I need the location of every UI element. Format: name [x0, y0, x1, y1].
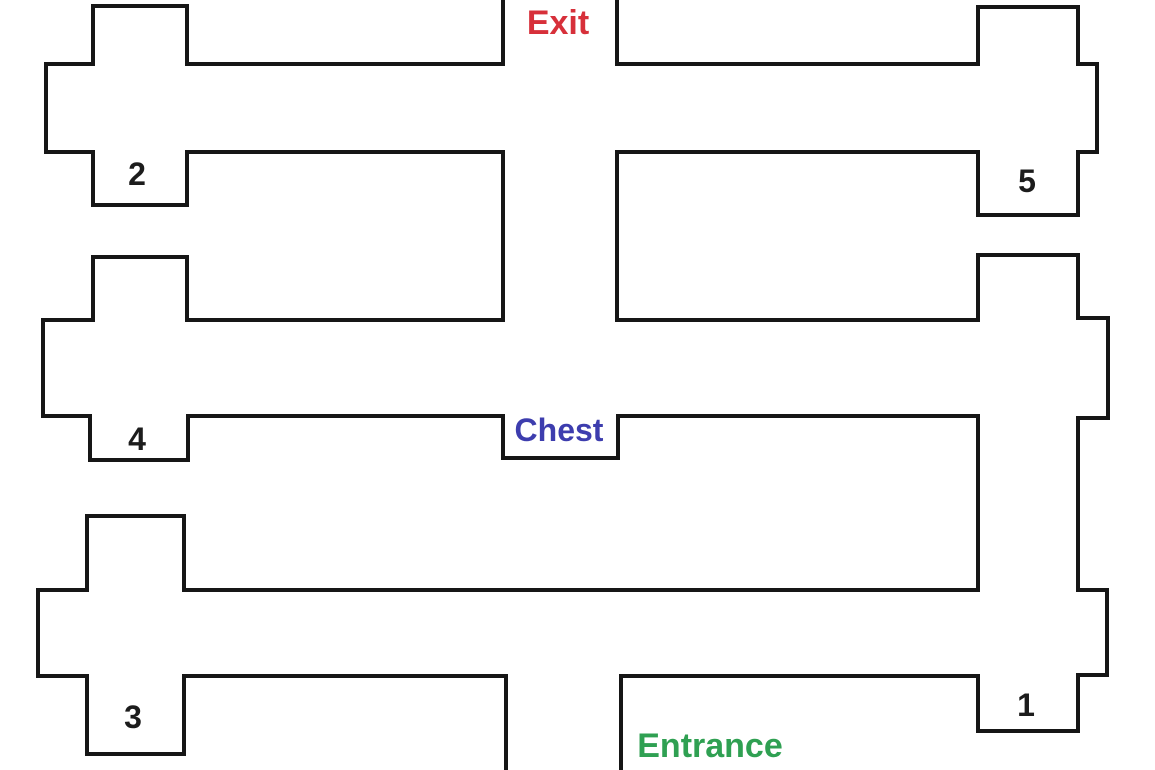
room-1-label: 1 — [1017, 687, 1035, 723]
room-5-label: 5 — [1018, 163, 1036, 199]
chest-label: Chest — [515, 412, 604, 448]
room-2-label: 2 — [128, 156, 146, 192]
room-4-label: 4 — [128, 421, 146, 457]
exit-label: Exit — [527, 4, 589, 42]
maze-walls — [36, 0, 1110, 770]
room-3-label: 3 — [124, 699, 142, 735]
entrance-label: Entrance — [637, 727, 783, 765]
